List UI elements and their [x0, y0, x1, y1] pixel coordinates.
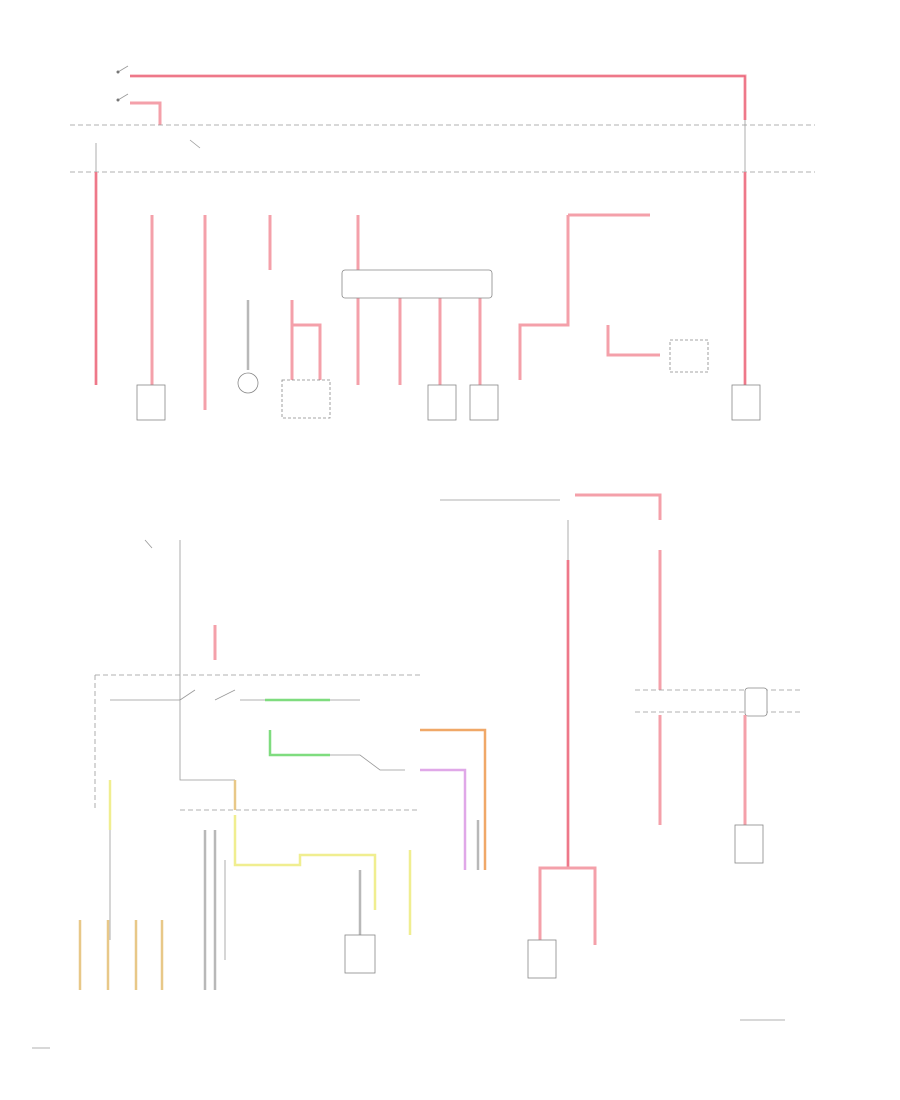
component-box-4 — [731, 384, 761, 421]
component-box-1 — [136, 384, 166, 421]
connector-block — [341, 269, 493, 299]
top-power-bus — [70, 65, 815, 173]
connector-right — [744, 687, 768, 717]
component-dashed-box-2 — [669, 339, 709, 373]
component-box-3 — [469, 384, 499, 421]
component-box-6 — [527, 939, 557, 979]
lower-right-circuit — [440, 493, 800, 979]
label-marks — [32, 1019, 785, 1049]
lower-left-circuit — [78, 539, 487, 990]
top-components — [136, 269, 761, 421]
component-box-7 — [734, 824, 764, 864]
component-box-5 — [344, 934, 376, 974]
component-box-2 — [427, 384, 457, 421]
lamp-symbol — [237, 372, 259, 394]
top-branch-wires — [94, 172, 747, 410]
component-dashed-box — [281, 379, 331, 419]
